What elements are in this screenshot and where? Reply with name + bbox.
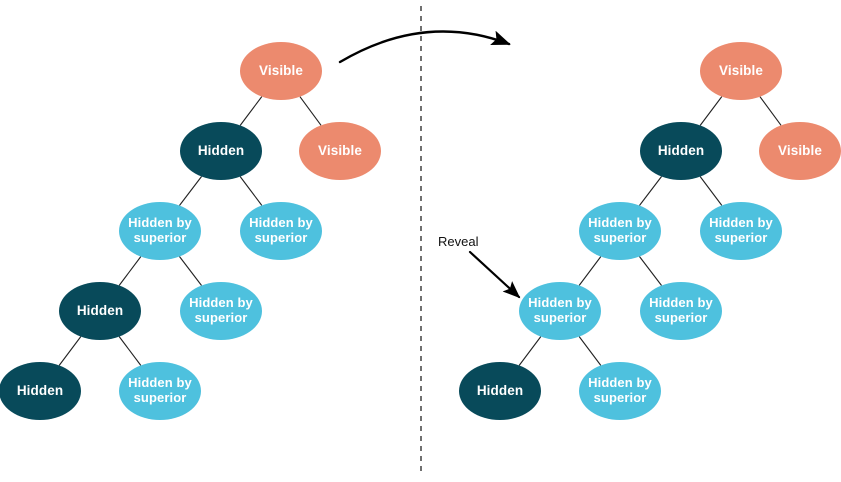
tree-node-label: Hidden by superior xyxy=(649,295,713,325)
tree-edge xyxy=(699,96,723,126)
tree-node-hidden[interactable]: Hidden xyxy=(180,122,262,180)
tree-node-label: Hidden by superior xyxy=(588,375,652,405)
tree-node-hidden[interactable]: Hidden xyxy=(0,362,81,420)
tree-node-hidden-by-superior[interactable]: Hidden by superior xyxy=(640,282,722,340)
tree-node-hidden-by-superior[interactable]: Hidden by superior xyxy=(700,202,782,260)
tree-node-label: Hidden by superior xyxy=(709,215,773,245)
tree-edge xyxy=(578,336,602,366)
tree-node-label: Hidden xyxy=(197,143,245,159)
tree-node-label: Visible xyxy=(259,63,303,79)
tree-node-hidden[interactable]: Hidden xyxy=(459,362,541,420)
tree-node-hidden-by-superior[interactable]: Hidden by superior xyxy=(579,362,661,420)
tree-node-label: Hidden by superior xyxy=(128,215,192,245)
tree-edge xyxy=(58,336,82,366)
tree-node-label: Hidden by superior xyxy=(189,295,253,325)
tree-edge xyxy=(118,336,142,366)
tree-node-label: Hidden by superior xyxy=(588,215,652,245)
tree-edge xyxy=(639,176,662,206)
tree-node-hidden[interactable]: Hidden xyxy=(59,282,141,340)
tree-edge xyxy=(639,256,662,286)
tree-node-label: Visible xyxy=(719,63,763,79)
tree-node-hidden-by-superior[interactable]: Hidden by superior xyxy=(519,282,601,340)
tree-edge xyxy=(179,256,202,286)
tree-node-label: Hidden xyxy=(476,383,524,399)
tree-node-visible[interactable]: Visible xyxy=(240,42,322,100)
tree-edge xyxy=(578,256,602,286)
tree-node-label: Hidden by superior xyxy=(528,295,592,325)
tree-node-hidden-by-superior[interactable]: Hidden by superior xyxy=(119,362,201,420)
tree-edge xyxy=(118,256,142,286)
tree-node-visible[interactable]: Visible xyxy=(700,42,782,100)
tree-edge xyxy=(759,96,782,126)
tree-node-label: Visible xyxy=(778,143,822,159)
tree-node-visible[interactable]: Visible xyxy=(759,122,841,180)
tree-edge xyxy=(239,96,263,126)
reveal-annotation-label: Reveal xyxy=(438,234,479,249)
tree-node-visible[interactable]: Visible xyxy=(299,122,381,180)
tree-node-label: Hidden by superior xyxy=(249,215,313,245)
tree-edge xyxy=(518,336,542,366)
tree-edge xyxy=(299,96,322,126)
tree-node-label: Hidden xyxy=(76,303,124,319)
tree-node-label: Visible xyxy=(318,143,362,159)
tree-node-label: Hidden xyxy=(16,383,64,399)
tree-node-hidden-by-superior[interactable]: Hidden by superior xyxy=(240,202,322,260)
tree-edge xyxy=(699,176,723,206)
tree-node-hidden-by-superior[interactable]: Hidden by superior xyxy=(119,202,201,260)
reveal-pointer-arrow xyxy=(468,250,521,299)
tree-node-hidden[interactable]: Hidden xyxy=(640,122,722,180)
curved-transform-arrow xyxy=(338,30,511,64)
tree-node-label: Hidden xyxy=(657,143,705,159)
tree-node-hidden-by-superior[interactable]: Hidden by superior xyxy=(180,282,262,340)
tree-node-label: Hidden by superior xyxy=(128,375,192,405)
tree-node-hidden-by-superior[interactable]: Hidden by superior xyxy=(579,202,661,260)
tree-edge xyxy=(179,176,202,206)
tree-edge xyxy=(239,176,263,206)
